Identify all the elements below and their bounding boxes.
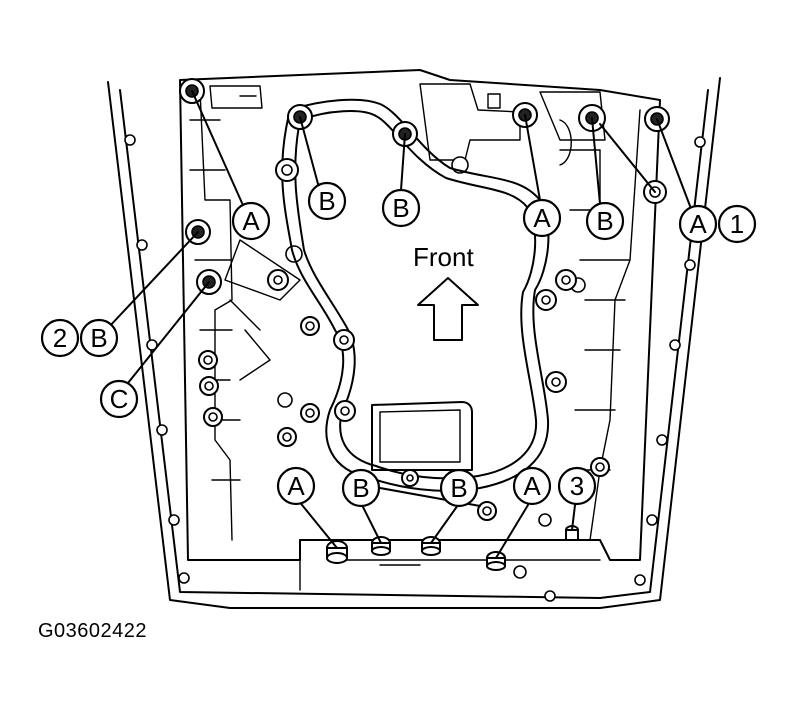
callouts: A B B A B A 1 2 B C A B B A 3: [40, 181, 757, 508]
callout-c: C: [99, 379, 139, 419]
leader-lines: [107, 90, 691, 559]
callout-b: B: [79, 318, 119, 358]
callout-label: 1: [730, 209, 744, 239]
callout-label: 2: [53, 323, 67, 353]
callout-a: A: [276, 466, 316, 506]
bolts: [179, 78, 670, 571]
figure-id: G03602422: [38, 620, 148, 642]
callout-label: B: [450, 473, 467, 503]
callout-b: B: [381, 188, 421, 228]
callout-b: B: [585, 201, 625, 241]
bolt: [477, 501, 497, 521]
bolt: [401, 469, 419, 487]
callout-b: B: [307, 181, 347, 221]
bolt: [203, 407, 223, 427]
sleeve: [371, 536, 391, 556]
callout-number: 3: [557, 466, 597, 506]
callout-label: B: [596, 206, 613, 236]
oil-strainer-outline: [281, 98, 550, 492]
sleeve: [326, 540, 348, 564]
bolt: [590, 457, 610, 477]
bolt: [545, 371, 567, 393]
callout-label: B: [318, 186, 335, 216]
callout-label: A: [287, 471, 305, 501]
callout-label: B: [90, 323, 107, 353]
callout-label: A: [242, 206, 260, 236]
bolt: [555, 269, 577, 291]
valve-body-plate: [179, 69, 661, 591]
callout-number: 2: [40, 318, 80, 358]
bolt: [277, 427, 297, 447]
sleeve: [565, 525, 579, 541]
callout-a: A: [678, 204, 718, 244]
bolt: [334, 400, 356, 422]
bolt: [275, 158, 299, 182]
callout-label: 3: [570, 471, 584, 501]
callout-label: A: [533, 203, 551, 233]
callout-label: A: [523, 471, 541, 501]
bolt: [535, 289, 557, 311]
callout-label: A: [689, 209, 707, 239]
front-arrow-icon: [417, 277, 479, 341]
sleeve: [486, 551, 506, 571]
sleeve: [421, 536, 441, 556]
bolt: [333, 329, 355, 351]
bolt: [198, 350, 218, 370]
bolt: [300, 403, 320, 423]
front-label: Front: [413, 242, 474, 272]
transmission-case-outline: [107, 77, 721, 609]
callout-a: A: [512, 466, 552, 506]
callout-label: B: [392, 193, 409, 223]
bolt: [267, 269, 289, 291]
callout-label: B: [352, 473, 369, 503]
bolt: [300, 316, 320, 336]
bolt: [199, 376, 219, 396]
callout-a: A: [522, 198, 562, 238]
bolt: [179, 78, 205, 104]
callout-label: C: [110, 384, 129, 414]
callout-number: 1: [717, 204, 757, 244]
callout-a: A: [231, 201, 271, 241]
callout-b: B: [439, 468, 479, 508]
callout-b: B: [341, 468, 381, 508]
